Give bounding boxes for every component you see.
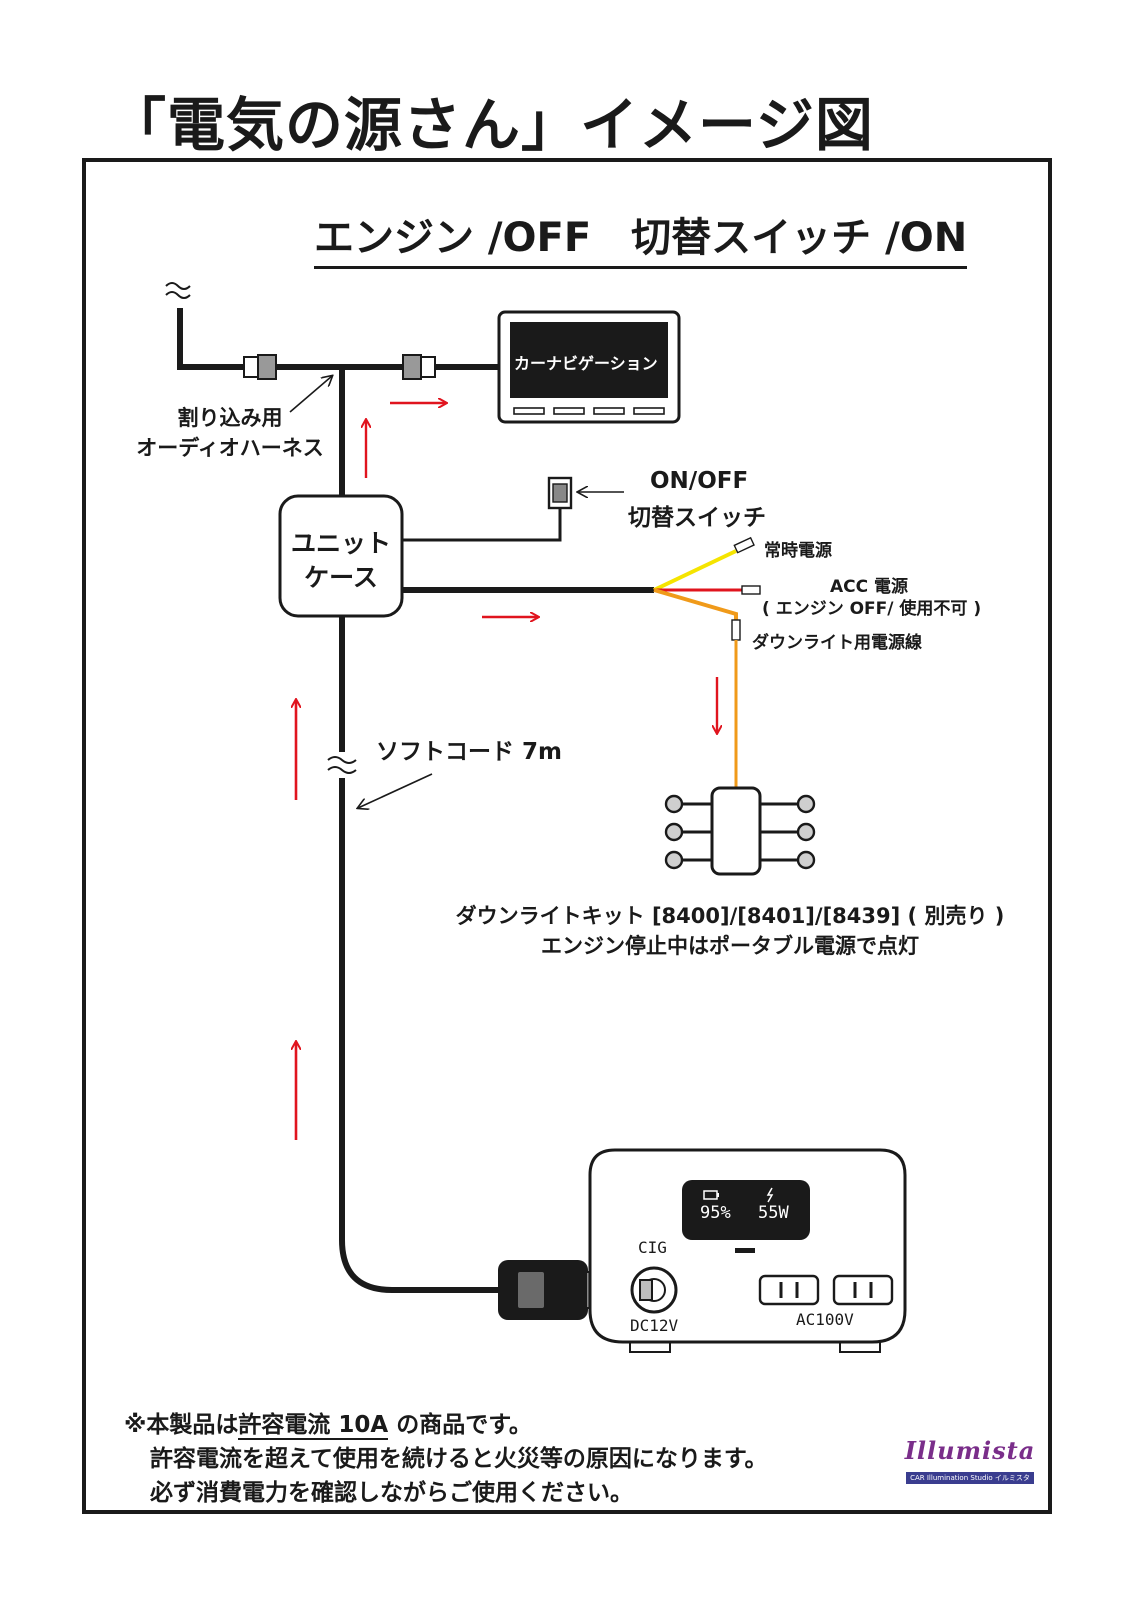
acc-power-note: ( エンジン OFF/ 使用不可 ) bbox=[762, 599, 982, 619]
portable-power-station bbox=[588, 1148, 907, 1353]
illumista-logo: Illumista CAR Illumination Studio イルミスタ bbox=[900, 1436, 1040, 1484]
note-line1: ※本製品は許容電流 10A の商品です。 bbox=[124, 1408, 532, 1442]
cable-break-icon-top bbox=[165, 282, 191, 299]
harness-connector-right bbox=[402, 354, 436, 380]
harness-label-line1: 割り込み用 bbox=[177, 406, 283, 430]
ac-outlet-left bbox=[758, 1274, 820, 1306]
orange-wire-terminal bbox=[731, 619, 741, 641]
acc-power-label: ACC 電源 bbox=[830, 577, 909, 597]
car-navi-monitor bbox=[497, 310, 681, 424]
power-watts-readout: 55W bbox=[758, 1203, 789, 1223]
logo-tagline: CAR Illumination Studio イルミスタ bbox=[906, 1472, 1034, 1484]
battery-percent-readout: 95% bbox=[700, 1203, 731, 1223]
downlight-wire-label: ダウンライト用電源線 bbox=[752, 633, 922, 653]
soft-cord-label: ソフトコード 7m bbox=[376, 739, 562, 765]
orange-wire bbox=[653, 588, 738, 620]
note-current-limit: 許容電流 10A bbox=[238, 1412, 389, 1440]
soft-cord-pointer bbox=[358, 773, 433, 808]
ac100v-label: AC100V bbox=[796, 1310, 854, 1329]
unit-case bbox=[278, 494, 404, 618]
downlight-kit bbox=[664, 786, 816, 876]
note-line3: 必ず消費電力を確認しながらご使用ください。 bbox=[150, 1480, 633, 1506]
harness-connector-left bbox=[243, 354, 277, 380]
note-line1-suffix: の商品です。 bbox=[396, 1412, 532, 1438]
subtitle: エンジン /OFF 切替スイッチ /ON bbox=[314, 212, 968, 269]
diagram-frame bbox=[82, 158, 1052, 1514]
harness-label-line2: オーディオハーネス bbox=[136, 436, 324, 460]
dc12v-label: DC12V bbox=[630, 1316, 679, 1335]
car-navi-label: カーナビゲーション bbox=[514, 354, 658, 373]
cable-to-switch bbox=[402, 508, 562, 542]
unit-case-label-line2: ケース bbox=[304, 563, 378, 592]
red-wire-terminal bbox=[741, 585, 761, 595]
cable-harness-left bbox=[177, 308, 342, 370]
switch-label-line2: 切替スイッチ bbox=[628, 505, 766, 531]
cig-label: CIG bbox=[638, 1238, 667, 1257]
yellow-wire bbox=[653, 549, 737, 592]
note-line1-prefix: ※本製品は bbox=[124, 1412, 239, 1438]
main-title: 「電気の源さん」イメージ図 bbox=[108, 91, 874, 159]
downlight-kit-label: ダウンライトキット [8400]/[8401]/[8439] ( 別売り ) bbox=[455, 904, 1005, 928]
harness-pointer bbox=[289, 376, 332, 413]
cable-soft-cord bbox=[339, 614, 500, 1293]
cable-break-icon-mid bbox=[327, 756, 357, 774]
logo-name: Illumista bbox=[904, 1436, 1036, 1465]
yellow-wire-terminal bbox=[733, 536, 755, 554]
ac-outlet-right bbox=[832, 1274, 894, 1306]
lightning-icon bbox=[766, 1187, 774, 1203]
unit-case-label-line1: ユニット bbox=[290, 529, 391, 558]
constant-power-label: 常時電源 bbox=[764, 541, 832, 561]
switch-icon bbox=[547, 476, 573, 510]
note-line2: 許容電流を超えて使用を続けると火災等の原因になります。 bbox=[150, 1446, 768, 1472]
downlight-kit-note: エンジン停止中はポータブル電源で点灯 bbox=[541, 934, 919, 958]
switch-label-line1: ON/OFF bbox=[650, 468, 749, 494]
